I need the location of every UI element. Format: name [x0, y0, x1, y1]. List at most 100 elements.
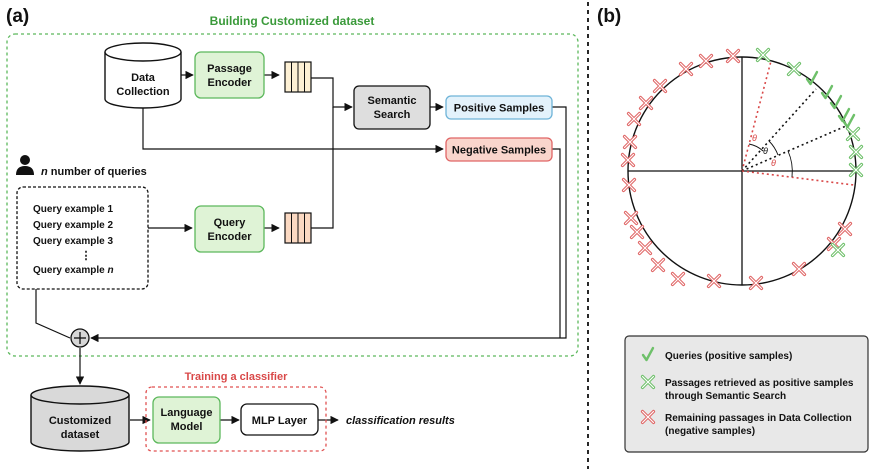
negative-passage-cross-icon — [837, 221, 853, 237]
query-embedding-vector — [284, 212, 312, 244]
queries-count-label: n number of queries — [41, 166, 147, 178]
black-ray-2 — [741, 125, 847, 172]
query-example-n-var: n — [107, 265, 113, 276]
retrieved-passage-cross-icon — [830, 242, 846, 258]
query-example-3: Query example 3 — [33, 236, 113, 247]
negative-passage-cross-icon — [621, 177, 637, 193]
queries-count-text: number of queries — [48, 166, 147, 178]
negative-passage-cross-icon — [638, 95, 654, 111]
person-icon — [16, 155, 34, 175]
semantic-search-label-1: Semantic — [368, 95, 417, 107]
customized-dataset-cylinder: Customized dataset — [30, 385, 130, 452]
arrow-negative-to-merge — [552, 148, 561, 338]
panel-a-label: (a) — [6, 6, 29, 27]
query-check-icon — [805, 70, 819, 86]
theta-label-1: θ — [752, 133, 757, 143]
retrieved-passage-cross-icon — [755, 47, 771, 63]
retrieved-passage-cross-icon — [786, 61, 802, 77]
negative-passage-cross-icon — [678, 61, 694, 77]
negative-passage-cross-icon — [725, 48, 741, 64]
passage-encoder-label-2: Encoder — [207, 77, 252, 89]
negative-passage-cross-icon — [698, 53, 714, 69]
legend-cross-icon — [640, 409, 656, 425]
passage-encoder-label-1: Passage — [207, 63, 252, 75]
language-model-label-2: Model — [171, 421, 203, 433]
building-dataset-region — [6, 33, 579, 357]
language-model-label-1: Language — [161, 407, 213, 419]
legend-item-label: Passages retrieved as positive samples — [665, 378, 854, 389]
legend-item-label: (negative samples) — [665, 426, 755, 437]
query-example-2: Query example 2 — [33, 220, 113, 231]
negative-passage-cross-icon — [650, 257, 666, 273]
circle-markers — [620, 47, 864, 291]
queries-box: Query example 1 Query example 2 Query ex… — [16, 186, 149, 290]
query-example-1: Query example 1 — [33, 204, 113, 215]
semantic-search-box: Semantic Search — [353, 85, 431, 130]
arrow-passage-vector-to-search — [311, 77, 353, 112]
angle-arc-3 — [787, 150, 793, 178]
angle-arc-1 — [748, 143, 764, 152]
data-collection-cylinder: Data Collection — [104, 42, 182, 109]
query-check-icon — [837, 107, 851, 123]
legend-check-icon — [641, 346, 655, 362]
mlp-layer-label: MLP Layer — [252, 415, 308, 427]
legend-box: Queries (positive samples) Passages retri… — [624, 335, 869, 453]
query-ellipsis: ⋮ — [81, 250, 92, 262]
query-encoder-box: Query Encoder — [194, 205, 265, 253]
panel-b-label: (b) — [597, 6, 621, 27]
data-collection-label-2: Collection — [116, 86, 169, 98]
negative-passage-cross-icon — [620, 152, 636, 168]
passage-embedding-vector — [284, 61, 312, 93]
query-check-icon — [842, 113, 856, 129]
red-ray-lower — [741, 170, 855, 186]
theta-label-3: θ — [771, 158, 776, 168]
positive-samples-box: Positive Samples — [445, 95, 553, 120]
building-dataset-title: Building Customized dataset — [210, 14, 375, 28]
classification-results-label: classification results — [346, 415, 455, 427]
negative-passage-cross-icon — [623, 210, 639, 226]
arrow-positive-to-merge — [90, 106, 567, 343]
mlp-layer-box: MLP Layer — [240, 403, 319, 436]
legend-cross-icon — [640, 374, 656, 390]
negative-passage-cross-icon — [706, 273, 722, 289]
theta-label-2: θ — [763, 146, 768, 156]
query-check-icon — [829, 94, 843, 110]
arrow-query-vector-to-search — [311, 107, 334, 229]
legend-item-label: Queries (positive samples) — [665, 351, 792, 362]
positive-samples-label: Positive Samples — [454, 103, 545, 115]
retrieved-passage-cross-icon — [848, 144, 864, 160]
query-encoder-label-2: Encoder — [207, 231, 252, 243]
language-model-box: Language Model — [152, 396, 221, 444]
angle-arc-2 — [768, 140, 779, 156]
negative-samples-label: Negative Samples — [452, 145, 546, 157]
arrow-collection-to-negative — [142, 105, 444, 154]
negative-samples-box: Negative Samples — [445, 137, 553, 162]
query-check-icon — [820, 84, 834, 100]
embedding-circle: θ θ θ — [627, 56, 857, 286]
retrieved-passage-cross-icon — [848, 162, 864, 178]
negative-passage-cross-icon — [652, 78, 668, 94]
training-classifier-region — [145, 386, 327, 452]
arrow-queries-to-merge — [35, 289, 71, 339]
negative-passage-cross-icon — [622, 134, 638, 150]
retrieved-passage-cross-icon — [845, 126, 861, 142]
customized-dataset-label-1: Customized — [49, 415, 111, 427]
negative-passage-cross-icon — [626, 111, 642, 127]
query-encoder-label-1: Query — [214, 217, 247, 229]
query-example-n-prefix: Query example — [33, 265, 107, 276]
legend-item-label: through Semantic Search — [665, 391, 786, 402]
queries-count-var: n — [41, 166, 48, 178]
red-ray-upper — [741, 60, 772, 172]
passage-encoder-box: Passage Encoder — [194, 51, 265, 99]
training-classifier-title: Training a classifier — [185, 371, 288, 383]
black-ray-1 — [741, 88, 817, 172]
semantic-search-label-2: Search — [374, 109, 411, 121]
negative-passage-cross-icon — [670, 271, 686, 287]
negative-passage-cross-icon — [637, 240, 653, 256]
negative-passage-cross-icon — [748, 275, 764, 291]
query-example-n: Query example n — [33, 265, 114, 276]
data-collection-label-1: Data — [131, 72, 156, 84]
legend-item-label: Remaining passages in Data Collection — [665, 413, 852, 424]
customized-dataset-label-2: dataset — [61, 429, 100, 441]
